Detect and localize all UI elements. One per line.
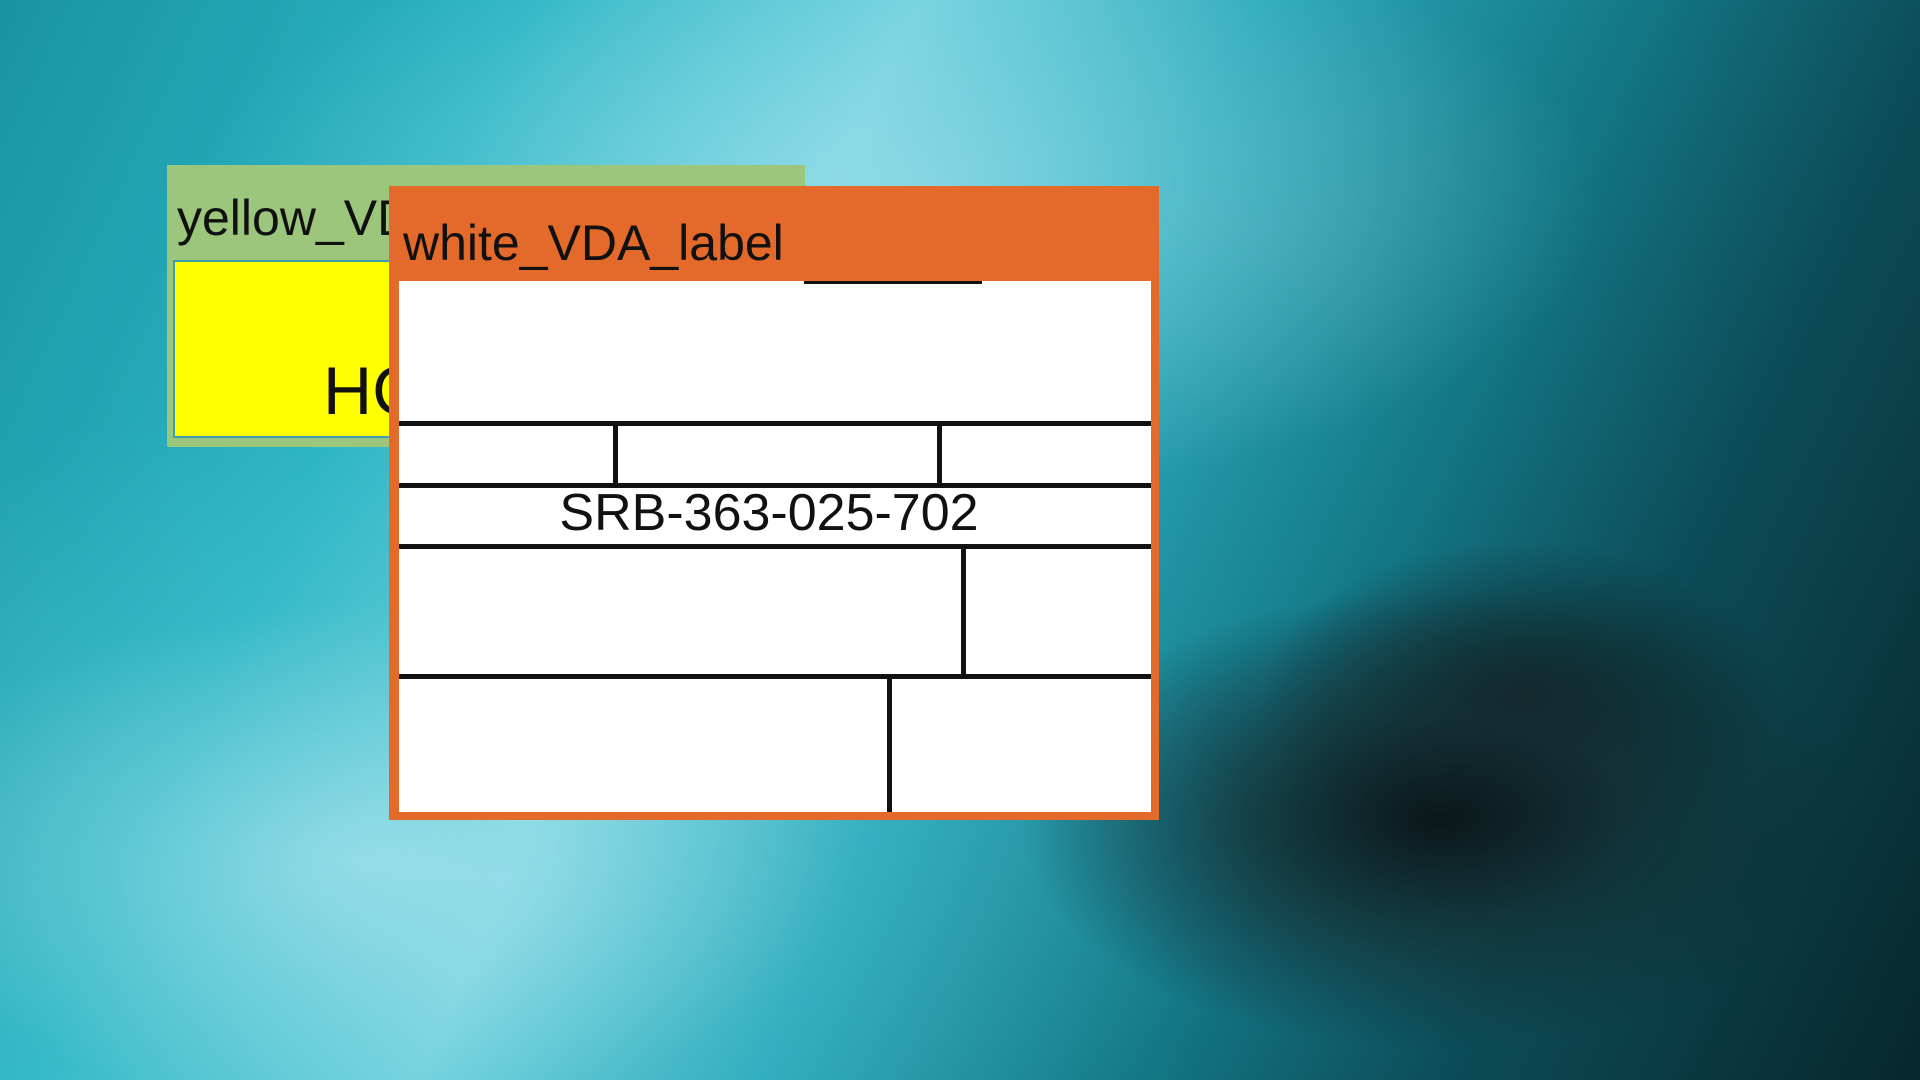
label-row-divider-4 — [399, 674, 1151, 679]
white-window-title[interactable]: white_VDA_label — [403, 215, 784, 271]
label-cell-divider — [887, 674, 892, 812]
label-row-divider-1 — [399, 421, 1151, 426]
label-row-divider-2 — [399, 483, 1151, 488]
label-row-divider-3 — [399, 544, 1151, 549]
white-vda-label-window[interactable]: white_VDA_label SRB-363-025-702 — [389, 186, 1159, 820]
label-cell-divider — [613, 421, 618, 483]
label-top-divider — [804, 281, 982, 284]
label-cell-divider — [961, 544, 966, 674]
label-cell-divider — [937, 421, 942, 483]
label-code-text: SRB-363-025-702 — [559, 484, 979, 542]
white-label-content: SRB-363-025-702 — [399, 281, 1151, 812]
